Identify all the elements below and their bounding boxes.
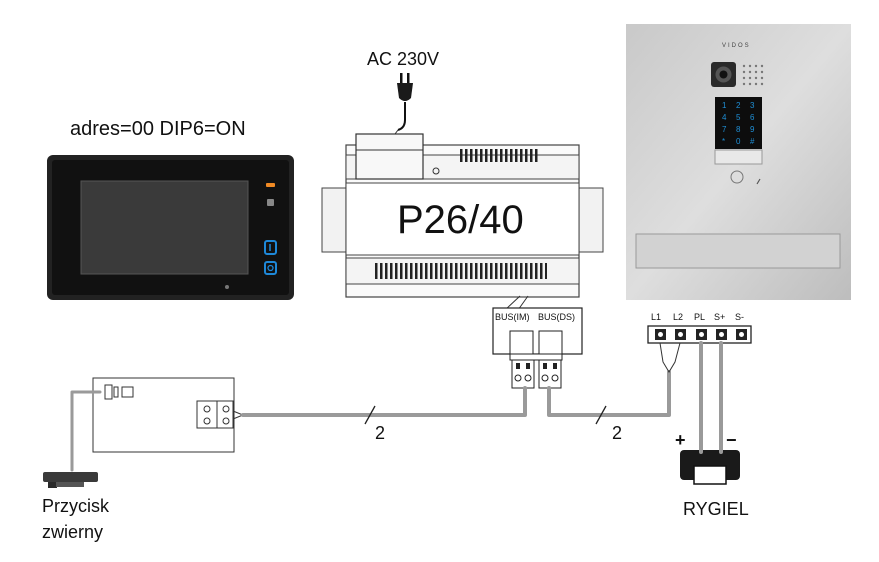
keypad-key[interactable]: 1 <box>722 101 727 110</box>
exit-button-label-line2: zwierny <box>42 522 103 542</box>
power-plug-icon <box>397 73 413 131</box>
bus-ds-label: BUS(DS) <box>538 312 575 322</box>
status-led-icon <box>266 183 275 187</box>
keypad-key[interactable]: # <box>750 137 755 146</box>
button-module <box>92 377 235 453</box>
wire-count-right: 2 <box>612 423 622 443</box>
keypad-key[interactable]: 5 <box>736 113 741 122</box>
plus-label: + <box>675 430 686 450</box>
camera-icon <box>711 62 736 87</box>
keypad-key[interactable]: 4 <box>722 113 727 122</box>
name-tag <box>714 149 763 165</box>
lock-terminal-strip: L1 L2 PL S+ S- <box>647 312 752 344</box>
outdoor-door-station: VIDOS 1 2 3 4 5 6 7 8 9 * 0 # <box>626 24 851 300</box>
exit-button-label-line1: Przycisk <box>42 496 110 516</box>
bus-terminal-block: BUS(IM) BUS(DS) <box>492 295 583 389</box>
lock-icon <box>680 450 740 485</box>
terminal-label-sminus: S- <box>735 312 744 322</box>
keypad-key[interactable]: 6 <box>750 113 755 122</box>
monitor-icon <box>264 261 277 275</box>
lock-label: RYGIEL <box>683 499 749 519</box>
supply-model-label: P26/40 <box>397 198 524 242</box>
terminal-label-pl: PL <box>694 312 705 322</box>
monitor-screen <box>80 180 249 275</box>
terminal-label-l1: L1 <box>651 312 661 322</box>
keypad: 1 2 3 4 5 6 7 8 9 * 0 # <box>715 97 762 149</box>
wiring: 2 2 <box>70 341 723 472</box>
message-icon <box>267 199 274 206</box>
terminal-label-l2: L2 <box>673 312 683 322</box>
keypad-key[interactable]: 7 <box>722 125 727 134</box>
keypad-key[interactable]: 8 <box>736 125 741 134</box>
speaker-grille <box>742 64 764 86</box>
keypad-key[interactable]: * <box>722 137 725 146</box>
brand-label: VIDOS <box>722 43 751 49</box>
power-label: AC 230V <box>367 49 439 69</box>
terminal-label-splus: S+ <box>714 312 725 322</box>
microphone-icon <box>225 285 229 289</box>
exit-button-icon <box>43 472 98 488</box>
keypad-key[interactable]: 9 <box>750 125 755 134</box>
bus-im-label: BUS(IM) <box>495 312 530 322</box>
minus-label: − <box>726 430 737 450</box>
call-button-icon[interactable] <box>730 170 744 184</box>
monitor-address-label: adres=00 DIP6=ON <box>70 118 246 140</box>
power-supply-unit: P26/40 <box>321 133 604 298</box>
door-icon <box>264 240 277 255</box>
indoor-monitor <box>47 155 294 300</box>
bus-connectors <box>511 359 562 389</box>
keypad-key[interactable]: 2 <box>736 101 741 110</box>
wire-count-left: 2 <box>375 423 385 443</box>
keypad-key[interactable]: 3 <box>750 101 755 110</box>
keypad-key[interactable]: 0 <box>736 137 741 146</box>
